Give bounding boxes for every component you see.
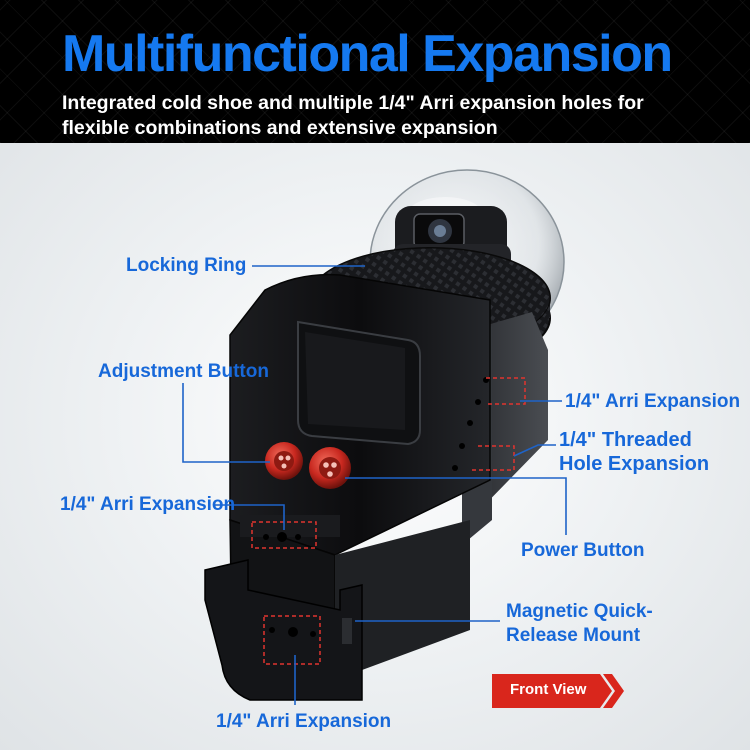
- label-adjustment-button: Adjustment Button: [98, 361, 269, 382]
- label-magnetic-line1: Magnetic Quick-: [506, 601, 653, 622]
- power-button-red: [309, 447, 351, 489]
- label-arri-expansion-bottom: 1/4" Arri Expansion: [216, 711, 392, 732]
- front-view-badge-shape: [492, 674, 624, 708]
- label-arri-expansion-right: 1/4" Arri Expansion: [565, 391, 741, 412]
- front-view-badge: Front View: [492, 673, 624, 707]
- label-power-button: Power Button: [521, 540, 645, 561]
- adjustment-button-red: [265, 442, 303, 480]
- label-threaded-line1: 1/4" Threaded: [559, 429, 692, 451]
- label-threaded-line2: Hole Expansion: [559, 453, 710, 475]
- page-subtitle: Integrated cold shoe and multiple 1/4" A…: [62, 92, 644, 139]
- front-view-text: Front View: [510, 681, 587, 698]
- label-locking-ring: Locking Ring: [126, 255, 247, 276]
- label-arri-expansion-left: 1/4" Arri Expansion: [60, 494, 236, 515]
- cold-shoe-mount: [204, 559, 363, 701]
- label-magnetic-line2: Release Mount: [506, 625, 641, 646]
- page-title: Multifunctional Expansion: [62, 25, 673, 83]
- header-banner: Multifunctional Expansion Integrated col…: [0, 0, 750, 143]
